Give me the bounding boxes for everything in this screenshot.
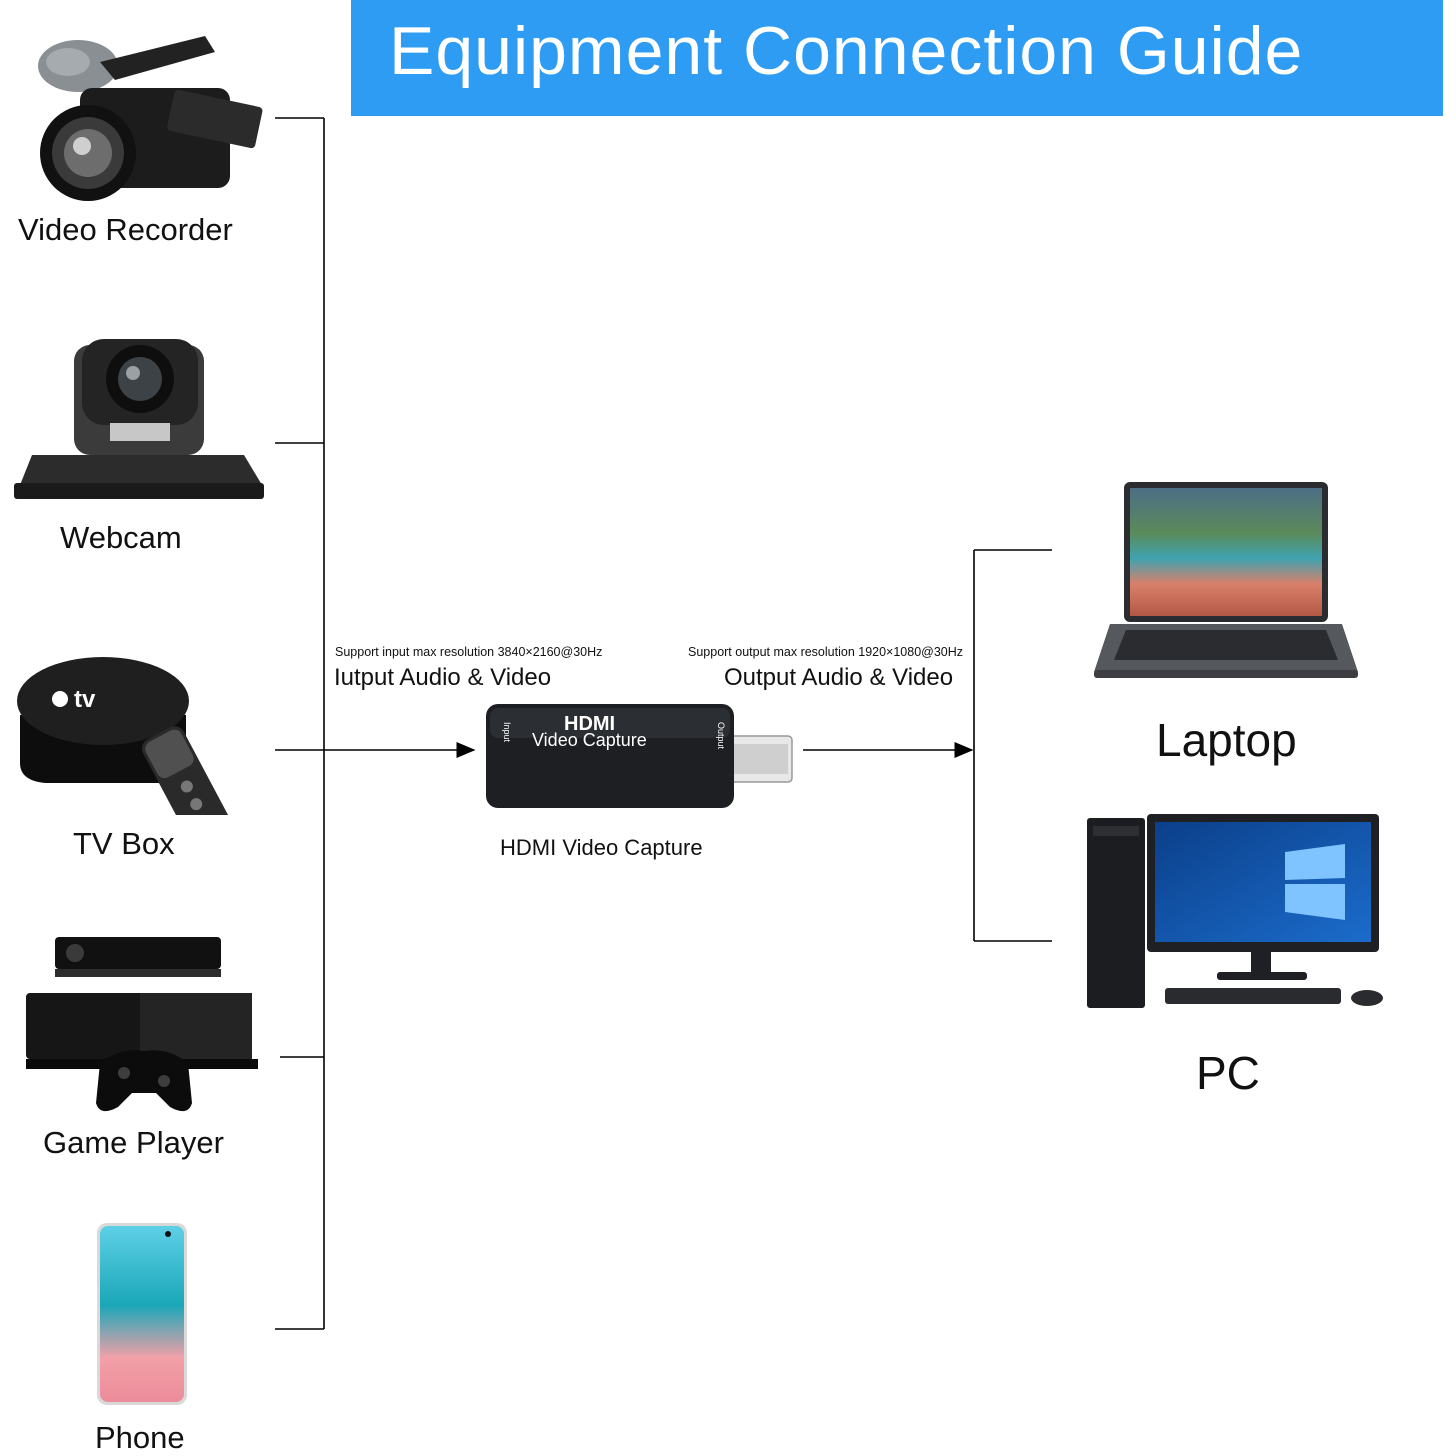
capture-device-logo: HDMI [564,713,615,735]
source-label-game-player: Game Player [43,1125,224,1160]
laptop-icon [1094,482,1358,678]
capture-device-port-in: Input [502,722,512,743]
video-recorder-icon [38,36,263,201]
phone-icon [97,1223,187,1405]
capture-device-icon: HDMI Video Capture Input Output [486,704,793,808]
desktop-pc-icon [1087,814,1383,1008]
output-spec: Support output max resolution 1920×1080@… [688,645,964,659]
target-label-pc: PC [1196,1047,1260,1099]
title-banner: Equipment Connection Guide [351,0,1443,116]
input-spec: Support input max resolution 3840×2160@3… [335,645,603,659]
source-label-video-recorder: Video Recorder [18,212,233,247]
page-title: Equipment Connection Guide [389,13,1304,89]
source-label-webcam: Webcam [60,520,182,555]
source-label-tv-box: TV Box [73,826,175,861]
webcam-icon [14,339,264,499]
svg-text:tv: tv [74,686,96,713]
capture-device-name: HDMI Video Capture [500,835,703,860]
output-label: Output Audio & Video [724,664,954,691]
capture-device-body-text: Video Capture [532,730,647,750]
target-label-laptop: Laptop [1156,714,1297,766]
input-label: Iutput Audio & Video [334,664,552,691]
capture-device-port-out: Output [716,722,726,750]
tv-box-icon: tv [17,657,232,815]
game-console-icon [26,937,258,1112]
source-label-phone: Phone [95,1420,185,1455]
